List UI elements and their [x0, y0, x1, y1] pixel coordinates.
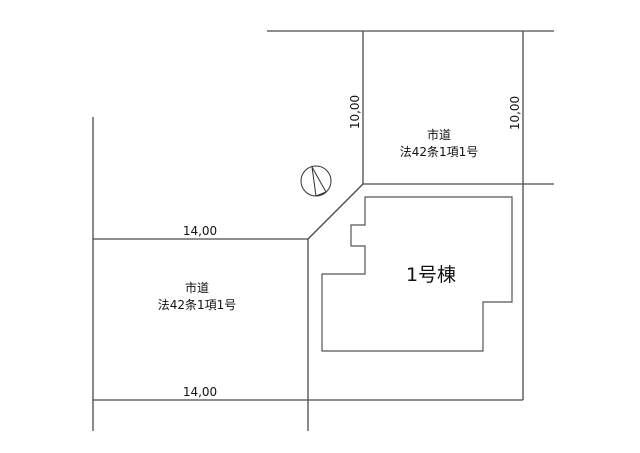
north-road-width-right: 10,00	[508, 96, 522, 130]
west-road-legal: 法42条1項1号	[158, 298, 237, 312]
north-arrow-icon	[300, 165, 332, 197]
west-road-width-top: 14,00	[183, 224, 217, 238]
building-outline	[321, 196, 513, 352]
building-label: 1号棟	[406, 264, 456, 286]
corner-cutoff-line	[307, 183, 364, 240]
west-road-width-bottom: 14,00	[183, 385, 217, 399]
north-road-width-left: 10,00	[348, 95, 362, 129]
road-boundaries	[92, 30, 554, 431]
north-road-legal: 法42条1項1号	[400, 145, 479, 159]
west-road-name: 市道	[185, 280, 209, 295]
north-road-name: 市道	[427, 127, 451, 142]
